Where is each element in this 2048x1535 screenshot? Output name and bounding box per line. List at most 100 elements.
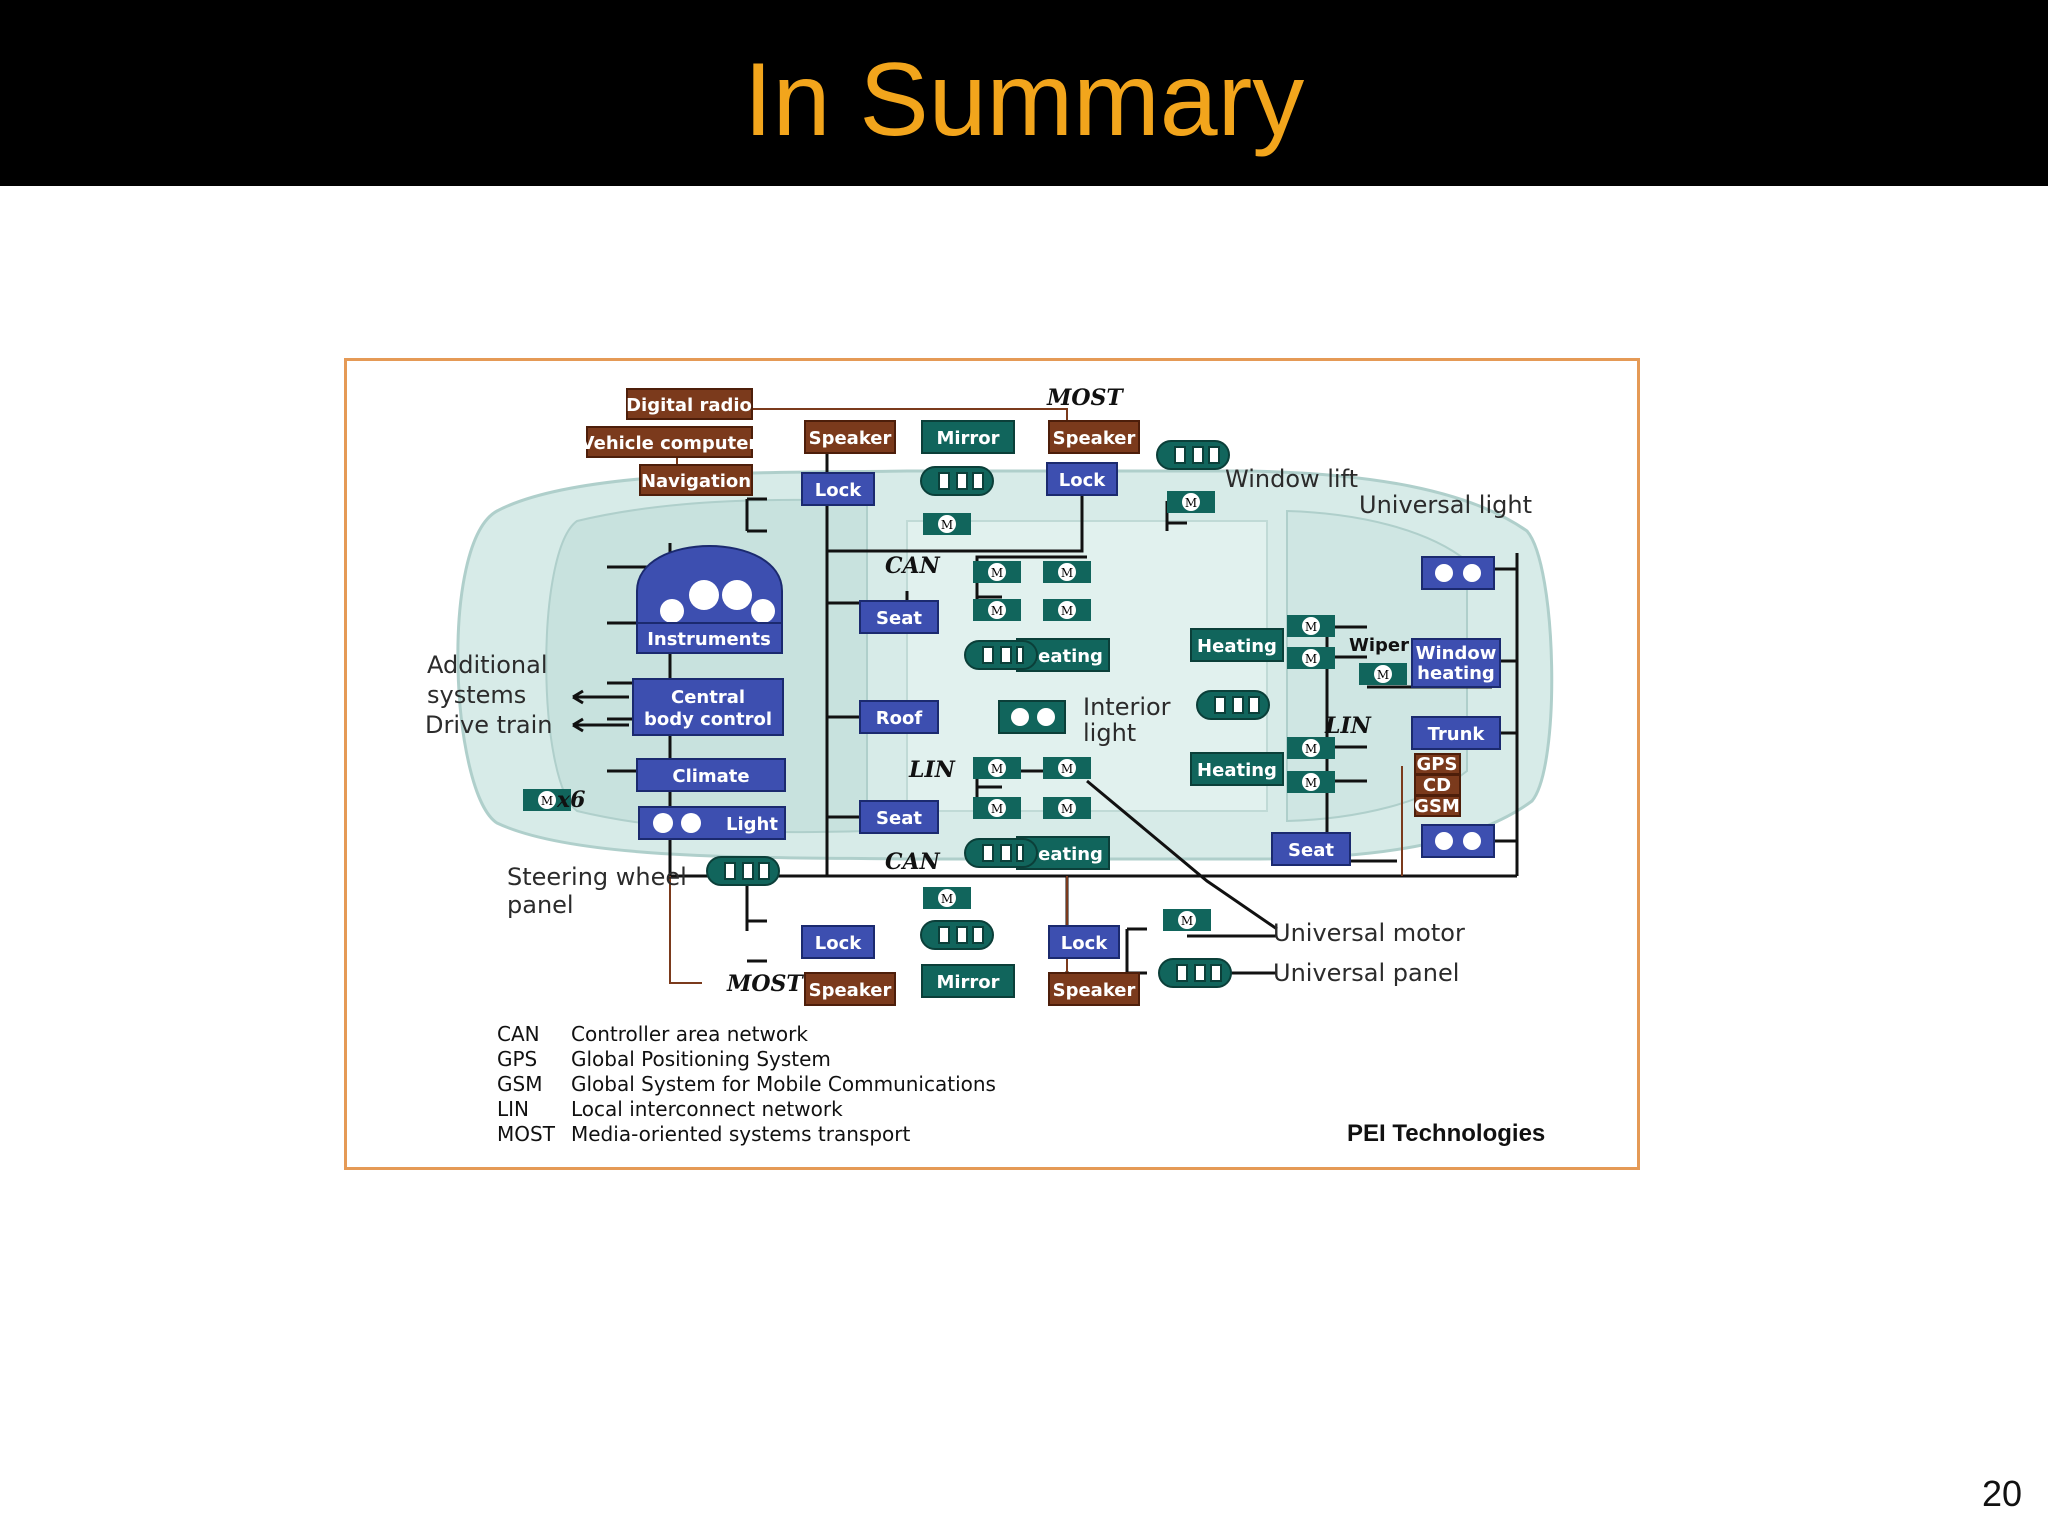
motor-icon: M — [1287, 615, 1335, 637]
can-bottom-label: CAN — [885, 849, 941, 875]
motor-icon: M — [1287, 737, 1335, 759]
instruments-box: Instruments — [636, 545, 783, 654]
trunk-label: Trunk — [1428, 724, 1486, 745]
credit-label: PEI Technologies — [1347, 1120, 1545, 1147]
motor-icon: M — [1359, 663, 1407, 685]
legend-abbr: LIN — [497, 1097, 529, 1121]
panel-icon — [920, 920, 994, 950]
panel-icon — [1156, 440, 1230, 470]
lock-br-box: Lock — [1048, 925, 1120, 959]
svg-text:M: M — [991, 566, 1003, 580]
window-heating-label-2: heating — [1417, 663, 1495, 684]
roof-box: Roof — [859, 700, 939, 734]
vehicle-computer-label: Vehicle computer — [581, 433, 758, 454]
window-heating-label-1: Window — [1416, 643, 1497, 664]
steering-label-2: panel — [507, 891, 574, 919]
navigation-label: Navigation — [641, 471, 751, 492]
speaker-tr-box: Speaker — [1048, 420, 1140, 454]
speaker-tl-label: Speaker — [809, 428, 892, 449]
window-lift-label: Window lift — [1225, 465, 1358, 493]
speaker-tl-box: Speaker — [804, 420, 896, 454]
seat-mid-label: Seat — [876, 808, 922, 829]
svg-text:M: M — [991, 762, 1003, 776]
heating-1-label: Heating — [1023, 646, 1103, 667]
motor-symbols: M M M M M M M M M M M M M M M M M M — [523, 491, 1407, 931]
universal-light-label: Universal light — [1359, 491, 1532, 519]
seat-top-box: Seat — [859, 600, 939, 634]
central-label-1: Central — [671, 687, 745, 708]
mirror-bottom-label: Mirror — [936, 972, 999, 993]
motor-icon: M — [1287, 771, 1335, 793]
mirror-bottom-box: Mirror — [921, 964, 1015, 998]
legend-desc: Global Positioning System — [571, 1047, 831, 1071]
mirror-top-box: Mirror — [921, 420, 1015, 454]
svg-text:M: M — [1061, 566, 1073, 580]
network-labels: MOST MOST CAN CAN LIN LIN — [726, 385, 1372, 997]
svg-text:M: M — [1305, 620, 1317, 634]
svg-text:M: M — [1305, 742, 1317, 756]
legend-desc: Media-oriented systems transport — [571, 1122, 911, 1146]
central-label-2: body control — [644, 709, 772, 730]
heating-3-box: Heating — [1190, 752, 1284, 786]
heating-3-label: Heating — [1197, 760, 1277, 781]
lock-bl-label: Lock — [815, 933, 863, 954]
navigation-box: Navigation — [639, 464, 753, 496]
gps-box: GPS — [1414, 753, 1461, 775]
central-body-control-box: Central body control — [632, 678, 784, 736]
svg-text:M: M — [1377, 668, 1389, 682]
universal-light-bottom-box — [1421, 824, 1495, 858]
digital-radio-box: Digital radio — [626, 388, 753, 420]
speaker-bl-box: Speaker — [804, 972, 896, 1006]
legend-desc: Global System for Mobile Communications — [571, 1072, 996, 1096]
window-heating-box: Window heating — [1411, 638, 1501, 688]
most-top-label: MOST — [1046, 385, 1124, 411]
panel-icon — [964, 640, 1038, 670]
gsm-label: GSM — [1414, 796, 1460, 817]
panel-symbols — [706, 440, 1270, 988]
motor-icon: M — [923, 887, 971, 909]
motor-icon: M — [1043, 599, 1091, 621]
speaker-tr-label: Speaker — [1053, 428, 1136, 449]
most-bottom-label: MOST — [726, 971, 804, 997]
gps-label: GPS — [1417, 754, 1458, 775]
panel-icon — [706, 856, 780, 886]
speaker-br-box: Speaker — [1048, 972, 1140, 1006]
lock-br-label: Lock — [1061, 933, 1109, 954]
svg-text:M: M — [1305, 652, 1317, 666]
teal-boxes: Mirror Mirror Heating Heating Heating He… — [921, 420, 1284, 998]
universal-panel-label: Universal panel — [1273, 959, 1459, 987]
lock-tl-box: Lock — [801, 472, 875, 506]
seat-right-box: Seat — [1271, 832, 1351, 866]
motor-icon: M — [1043, 757, 1091, 779]
heating-2-box: Heating — [1190, 628, 1284, 662]
lock-bl-box: Lock — [801, 925, 875, 959]
panel-icon — [1196, 690, 1270, 720]
motor-icon: M — [973, 797, 1021, 819]
legend-desc: Local interconnect network — [571, 1097, 843, 1121]
slide-title: In Summary — [743, 41, 1305, 158]
svg-text:M: M — [541, 794, 553, 808]
svg-text:M: M — [991, 802, 1003, 816]
svg-text:M: M — [1061, 762, 1073, 776]
lin-right-label: LIN — [1324, 713, 1372, 739]
svg-text:M: M — [991, 604, 1003, 618]
drive-train-label: Drive train — [425, 711, 552, 739]
speaker-br-label: Speaker — [1053, 980, 1136, 1001]
svg-text:M: M — [941, 892, 953, 906]
motor-icon: M — [923, 513, 971, 535]
mirror-top-label: Mirror — [936, 428, 999, 449]
lock-tr-box: Lock — [1046, 462, 1118, 496]
motor-icon: M — [523, 789, 571, 811]
legend-abbr: GSM — [497, 1072, 542, 1096]
light-label: Light — [726, 814, 778, 835]
can-top-label: CAN — [885, 553, 941, 579]
heating-4-label: Heating — [1023, 844, 1103, 865]
panel-icon — [1158, 958, 1232, 988]
seat-mid-box: Seat — [859, 800, 939, 834]
universal-light-top-box — [1421, 556, 1495, 590]
svg-text:M: M — [1305, 776, 1317, 790]
x6-label: x6 — [556, 787, 585, 813]
universal-motor-label: Universal motor — [1273, 919, 1465, 947]
speaker-bl-label: Speaker — [809, 980, 892, 1001]
seat-top-label: Seat — [876, 608, 922, 629]
